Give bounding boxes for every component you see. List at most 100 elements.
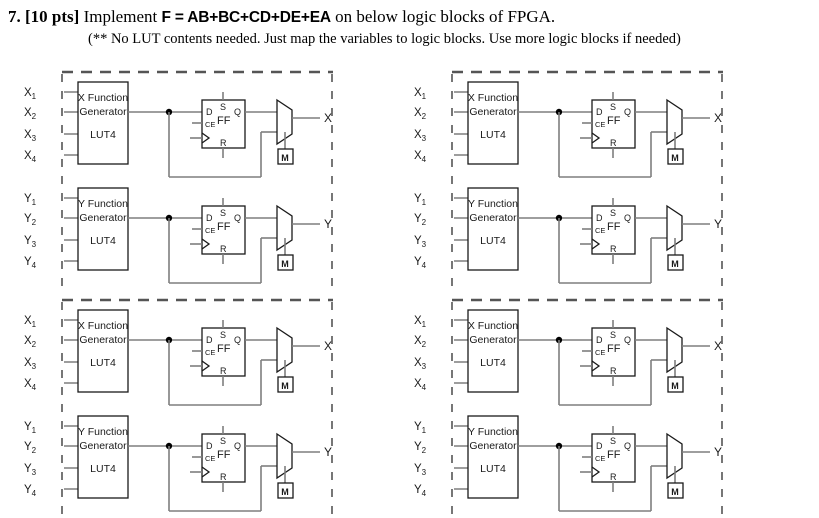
lut-label-line2: Generator (79, 212, 127, 224)
ff-pin-s: S (220, 208, 226, 218)
lut-label-line1: Y Function (468, 426, 518, 438)
lut-label-line1: X Function (468, 320, 518, 332)
boolean-expression: F = AB+BC+CD+DE+EA (161, 9, 331, 26)
ff-pin-q: Q (234, 335, 241, 345)
slice-x[interactable]: X1 X2 X3 X4 X Function Generator LUT4 D … (414, 309, 722, 406)
input-label-y2: Y2 (24, 213, 37, 227)
output-label-x: X (714, 111, 722, 125)
ff-pin-q: Q (624, 107, 631, 117)
input-label-x3: X3 (24, 129, 37, 143)
ff-pin-d: D (596, 441, 603, 451)
ff-pin-r: R (610, 244, 617, 254)
input-label-x1: X1 (24, 315, 37, 329)
lut-label-line3: LUT4 (480, 357, 506, 369)
mux-select-box-label: M (671, 259, 679, 269)
ff-label: FF (217, 115, 231, 127)
ff-pin-q: Q (234, 441, 241, 451)
ff-pin-ce: CE (205, 120, 215, 129)
ff-pin-s: S (610, 330, 616, 340)
ff-pin-r: R (610, 472, 617, 482)
lut-label-line2: Generator (469, 106, 517, 118)
lut-label-line3: LUT4 (90, 235, 116, 247)
lut-label-line1: Y Function (78, 198, 128, 210)
input-label-x1: X1 (414, 87, 427, 101)
ff-pin-r: R (220, 138, 227, 148)
input-label-x3: X3 (414, 129, 427, 143)
input-label-x4: X4 (24, 378, 37, 392)
input-label-y4: Y4 (414, 256, 427, 270)
input-label-y3: Y3 (414, 235, 427, 249)
input-label-x1: X1 (414, 315, 427, 329)
input-label-y3: Y3 (24, 235, 37, 249)
output-label-x: X (714, 339, 722, 353)
ff-pin-ce: CE (595, 120, 605, 129)
ff-pin-q: Q (624, 213, 631, 223)
ff-pin-d: D (206, 335, 213, 345)
ff-pin-s: S (610, 436, 616, 446)
ff-pin-s: S (220, 436, 226, 446)
lut-label-line3: LUT4 (480, 463, 506, 475)
ff-pin-r: R (610, 138, 617, 148)
lut-label-line1: X Function (78, 320, 128, 332)
ff-label: FF (607, 221, 621, 233)
ff-pin-q: Q (234, 107, 241, 117)
ff-pin-r: R (220, 472, 227, 482)
slice-x[interactable]: X1 X2 X3 X4 X Function Generator LUT4 D … (24, 309, 332, 406)
ff-pin-s: S (220, 102, 226, 112)
lut-label-line3: LUT4 (90, 463, 116, 475)
ff-pin-ce: CE (205, 454, 215, 463)
slice-x[interactable]: X1 X2 X3 X4 X Function Generator LUT4 D … (24, 81, 332, 178)
output-label-y: Y (324, 217, 332, 231)
input-label-x3: X3 (24, 357, 37, 371)
ff-pin-s: S (220, 330, 226, 340)
mux-select-box-label: M (281, 487, 289, 497)
mux-select-box-label: M (281, 153, 289, 163)
logic-block-top-right[interactable]: X1 X2 X3 X4 X Function Generator LUT4 D … (414, 70, 723, 287)
input-label-y4: Y4 (414, 484, 427, 498)
lut-label-line2: Generator (79, 440, 127, 452)
slice-y[interactable]: Y1 Y2 Y3 Y4 Y Function Generator LUT4 D … (414, 415, 722, 512)
slice-y[interactable]: Y1 Y2 Y3 Y4 Y Function Generator LUT4 D … (414, 187, 722, 284)
lut-label-line3: LUT4 (480, 129, 506, 141)
input-label-x3: X3 (414, 357, 427, 371)
ff-pin-d: D (596, 213, 603, 223)
ff-pin-d: D (206, 213, 213, 223)
page-title: 7. [10 pts] Implement F = AB+BC+CD+DE+EA… (8, 6, 811, 28)
ff-pin-d: D (206, 107, 213, 117)
heading-text-before: Implement (79, 7, 162, 26)
logic-block-bottom-left[interactable]: X1 X2 X3 X4 X Function Generator LUT4 D … (24, 298, 333, 515)
input-label-x2: X2 (414, 335, 427, 349)
mux-select-box-label: M (281, 259, 289, 269)
lut-label-line3: LUT4 (90, 357, 116, 369)
output-label-y: Y (714, 445, 722, 459)
ff-pin-q: Q (624, 441, 631, 451)
ff-label: FF (607, 115, 621, 127)
mux-select-box-label: M (671, 487, 679, 497)
input-label-y1: Y1 (24, 193, 37, 207)
input-label-y2: Y2 (24, 441, 37, 455)
input-label-x4: X4 (414, 378, 427, 392)
logic-block-top-left[interactable]: X1 X2 X3 X4 X Function Generator LUT4 D … (24, 70, 333, 287)
mux-select-box-label: M (671, 153, 679, 163)
ff-pin-s: S (610, 102, 616, 112)
output-label-y: Y (324, 445, 332, 459)
slice-y[interactable]: Y1 Y2 Y3 Y4 Y Function Generator LUT4 D … (24, 187, 332, 284)
mux-select-box-label: M (281, 381, 289, 391)
input-label-x4: X4 (24, 150, 37, 164)
logic-block-bottom-right[interactable]: X1 X2 X3 X4 X Function Generator LUT4 D … (414, 298, 723, 515)
lut-label-line3: LUT4 (480, 235, 506, 247)
ff-pin-ce: CE (595, 348, 605, 357)
ff-pin-ce: CE (205, 348, 215, 357)
mux-select-box-label: M (671, 381, 679, 391)
input-label-x2: X2 (414, 107, 427, 121)
lut-label-line1: X Function (468, 92, 518, 104)
input-label-x4: X4 (414, 150, 427, 164)
input-label-y1: Y1 (414, 193, 427, 207)
ff-label: FF (217, 343, 231, 355)
input-label-x1: X1 (24, 87, 37, 101)
slice-x[interactable]: X1 X2 X3 X4 X Function Generator LUT4 D … (414, 81, 722, 178)
slice-y[interactable]: Y1 Y2 Y3 Y4 Y Function Generator LUT4 D … (24, 415, 332, 512)
input-label-y4: Y4 (24, 484, 37, 498)
ff-pin-s: S (610, 208, 616, 218)
